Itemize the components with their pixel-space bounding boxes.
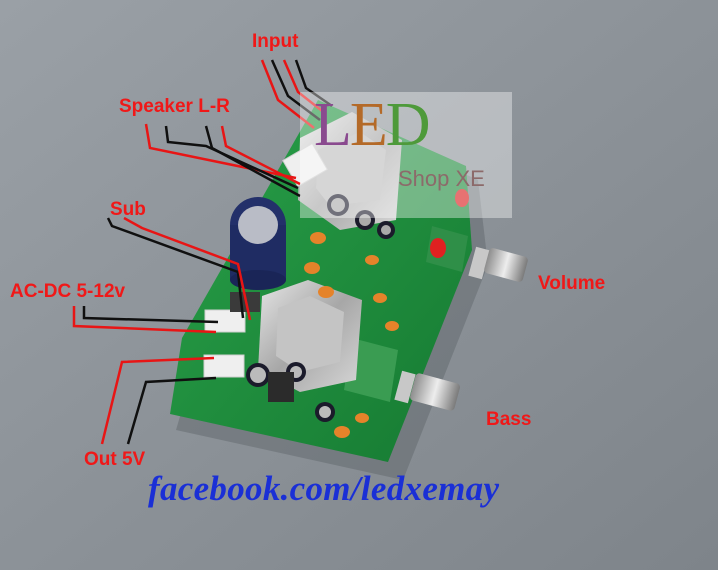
watermark-subtext: Shop XE	[398, 166, 485, 191]
label-sub: Sub	[110, 199, 146, 220]
label-out: Out 5V	[84, 449, 146, 470]
label-speaker: Speaker L-R	[119, 96, 230, 117]
label-bass: Bass	[486, 409, 532, 430]
volume-knob	[484, 248, 528, 282]
shop-watermark: LED Shop XE	[300, 92, 512, 218]
watermark-logo-text: LED	[314, 91, 431, 159]
label-input: Input	[252, 31, 299, 52]
label-ac-dc: AC-DC 5-12v	[10, 281, 126, 302]
bass-knob	[410, 373, 460, 411]
label-volume: Volume	[538, 273, 606, 294]
facebook-link[interactable]: facebook.com/ledxemay	[148, 469, 500, 508]
